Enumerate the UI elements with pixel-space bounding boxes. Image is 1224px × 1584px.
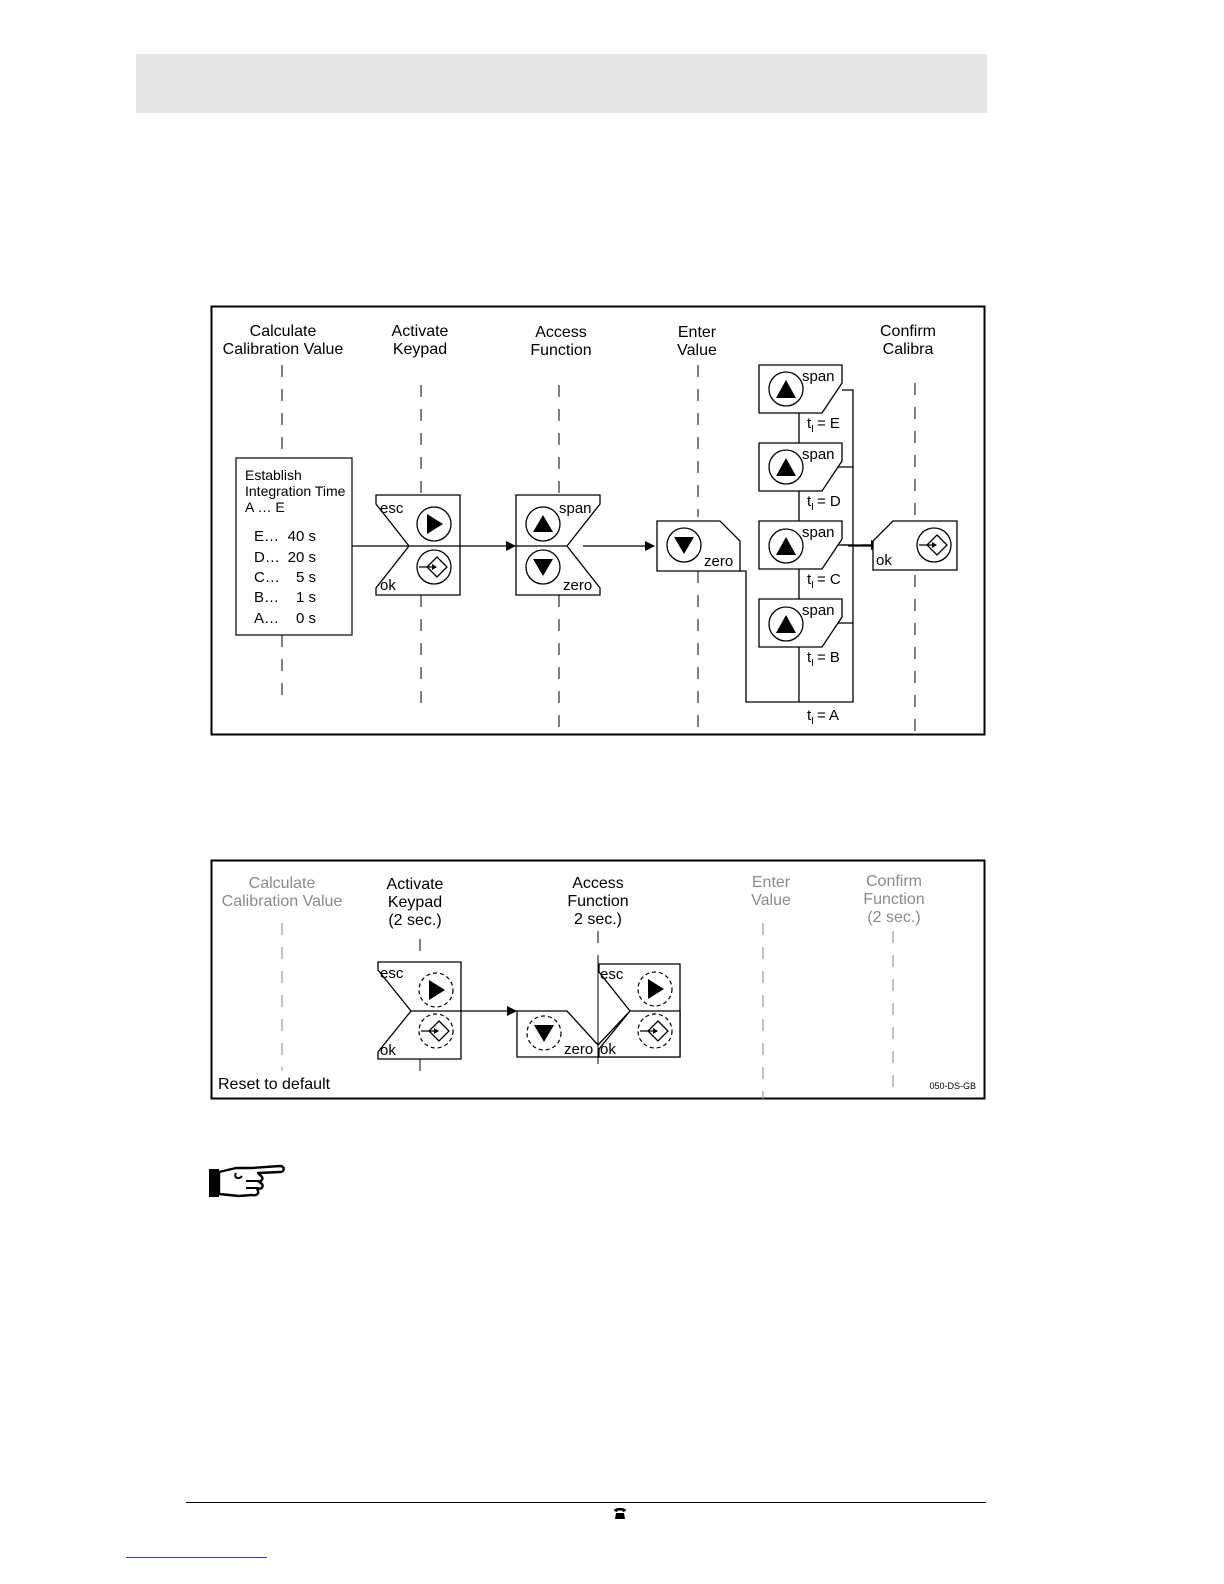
- right-triangle-icon: [429, 980, 445, 1000]
- integration-row-value: 0 s: [296, 610, 316, 627]
- svg-text:tI= C: tI= C: [807, 571, 841, 591]
- span-key-label: span: [802, 368, 835, 385]
- integration-time-label: tI= B: [807, 649, 840, 669]
- up-triangle-icon: [776, 615, 796, 633]
- span-key[interactable]: span: [758, 442, 843, 492]
- down-triangle-icon: [534, 1025, 554, 1042]
- zero-key[interactable]: zero: [656, 520, 741, 572]
- integration-row-key: B…: [254, 589, 279, 606]
- reset-caption: Reset to default: [218, 1076, 331, 1093]
- integration-row: D… 20 s: [254, 549, 316, 566]
- zero-key-label: zero: [564, 1041, 593, 1058]
- integration-row-key: A…: [254, 610, 279, 627]
- integration-row: C… 5 s: [254, 569, 316, 586]
- span-key[interactable]: span: [758, 520, 843, 570]
- integration-row-value: 40 s: [288, 528, 316, 545]
- svg-text:tI= A: tI= A: [807, 707, 839, 727]
- enter-diamond-icon: [640, 1020, 669, 1042]
- span-key-label: span: [802, 446, 835, 463]
- footer-link-underline[interactable]: [126, 1557, 267, 1558]
- integration-title-3: A … E: [245, 499, 285, 515]
- esc-key-label: esc: [600, 966, 624, 983]
- ok-key-label: ok: [600, 1041, 616, 1058]
- span-key-label: span: [559, 500, 592, 517]
- svg-text:tI= D: tI= D: [807, 493, 841, 513]
- integration-row: B… 1 s: [254, 589, 316, 606]
- ok-key-label: ok: [380, 577, 396, 594]
- zero-key-label: zero: [563, 577, 592, 594]
- enter-diamond-icon: [419, 556, 448, 578]
- diagram-frame: [210, 305, 986, 736]
- up-triangle-icon: [776, 537, 796, 555]
- integration-time-label: tI= A: [807, 707, 839, 727]
- up-triangle-icon: [533, 515, 553, 532]
- right-triangle-icon: [427, 514, 443, 534]
- span-zero-keypad[interactable]: span zero: [515, 494, 601, 596]
- span-key-label: span: [802, 524, 835, 541]
- ok-key[interactable]: ok: [872, 520, 958, 571]
- span-key-label: span: [802, 602, 835, 619]
- esc-key-label: esc: [380, 500, 404, 517]
- stage-dividers: [281, 923, 894, 1099]
- right-triangle-icon: [648, 979, 664, 999]
- integration-time-label: tI= C: [807, 571, 841, 591]
- zero-key-label: zero: [704, 553, 733, 570]
- integration-time-label: tI= E: [807, 415, 840, 435]
- integration-row-key: E…: [254, 528, 279, 545]
- diagram-frame: [210, 859, 986, 1100]
- integration-title-1: Establish: [245, 467, 302, 483]
- enter-diamond-icon: [919, 534, 948, 556]
- footer-rule: [186, 1502, 986, 1503]
- down-triangle-icon: [674, 537, 694, 554]
- span-key[interactable]: span: [758, 598, 843, 648]
- integration-row-value: 1 s: [296, 589, 316, 606]
- integration-row-value: 20 s: [288, 549, 316, 566]
- enter-diamond-icon: [421, 1020, 450, 1042]
- figure-code: 050-DS-GB: [929, 1081, 976, 1091]
- up-triangle-icon: [776, 380, 796, 398]
- esc-ok-keypad[interactable]: esc ok: [375, 494, 461, 596]
- svg-text:tI= E: tI= E: [807, 415, 840, 435]
- up-triangle-icon: [776, 458, 796, 476]
- esc-key-label: esc: [380, 965, 404, 982]
- zero-esc-ok-keypad[interactable]: zero esc ok: [516, 963, 681, 1064]
- ok-key-label: ok: [876, 552, 892, 569]
- integration-time-box: Establish Integration Time A … E E… 40 s…: [235, 457, 353, 636]
- integration-title-2: Integration Time: [245, 483, 346, 499]
- telephone-icon: [613, 1507, 627, 1519]
- integration-row-key: D…: [254, 549, 280, 566]
- down-triangle-icon: [533, 559, 553, 576]
- span-key[interactable]: span: [758, 364, 843, 414]
- esc-ok-keypad[interactable]: esc ok: [377, 961, 462, 1060]
- ok-key-label: ok: [380, 1042, 396, 1059]
- integration-row-value: 5 s: [296, 569, 316, 586]
- integration-time-label: tI= D: [807, 493, 841, 513]
- header-band: [136, 54, 987, 113]
- pointing-hand-icon: [206, 1160, 286, 1204]
- integration-row-key: C…: [254, 569, 280, 586]
- integration-row: A… 0 s: [254, 610, 316, 627]
- integration-row: E… 40 s: [254, 528, 316, 545]
- svg-text:tI= B: tI= B: [807, 649, 840, 669]
